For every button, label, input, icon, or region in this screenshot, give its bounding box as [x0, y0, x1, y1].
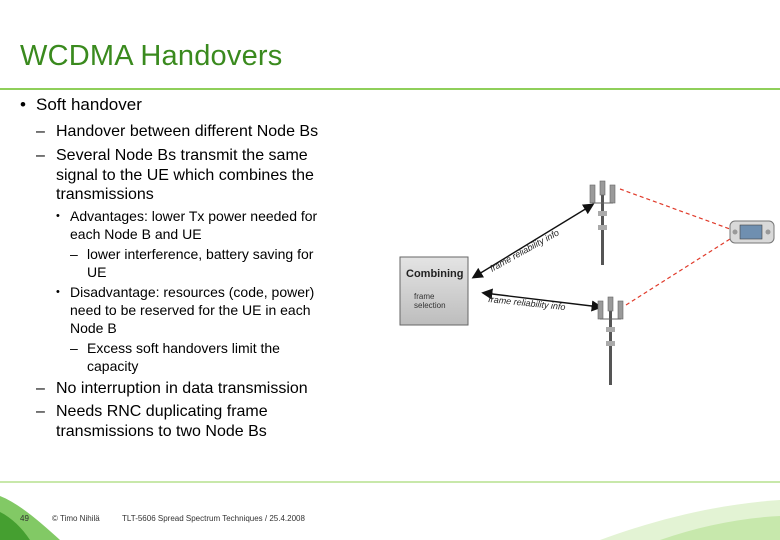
text-line: each Node B and UE: [70, 226, 202, 242]
node-b-tower-icon: [589, 180, 616, 265]
arrow-lower: [481, 288, 603, 312]
text-line: Advantages: lower Tx power needed for: [70, 208, 318, 224]
text-line: signal to the UE which combines the: [56, 166, 314, 184]
frame-selection-line: frame: [414, 292, 435, 301]
dash-mark: –: [36, 147, 45, 164]
text-line: UE: [87, 264, 107, 280]
text-line: Needs RNC duplicating frame: [56, 403, 268, 420]
text-line: Disadvantage: resources (code, power): [70, 284, 315, 300]
dash-mark: –: [70, 340, 78, 356]
radio-link-lower: [625, 238, 731, 306]
title-divider: [0, 88, 780, 90]
subbullet-text: Handover between different Node Bs: [56, 123, 319, 140]
text-line: Excess soft handovers limit the: [87, 340, 280, 356]
bullet-text: Soft handover: [36, 95, 142, 114]
node-b-tower-icon: [597, 296, 624, 385]
text-line: Node B: [70, 320, 117, 336]
footer-course: TLT-5606 Spread Spectrum Techniques / 25…: [122, 514, 305, 523]
combining-label: Combining: [406, 268, 463, 280]
combining-box: Combining frame selection: [399, 256, 469, 326]
text-line: transmissions: [56, 186, 154, 203]
subbullet-text: No interruption in data transmission: [56, 380, 308, 397]
user-equipment-icon: [729, 220, 775, 244]
radio-link-upper: [619, 188, 731, 230]
slide-title: WCDMA Handovers: [20, 40, 283, 72]
text-line: transmissions to two Node Bs: [56, 422, 267, 440]
footer-author: © Timo Nihilä: [52, 514, 100, 523]
bullet-mark: •: [56, 286, 60, 298]
arrow-label-upper: frame reliability info: [488, 227, 561, 273]
bullet-mark: •: [20, 95, 26, 114]
arrow-upper: [471, 203, 595, 279]
dash-mark: –: [36, 403, 45, 420]
text-line: capacity: [87, 358, 139, 374]
soft-handover-diagram: Combining frame selection frame reliabil…: [399, 180, 775, 385]
dash-mark: –: [36, 123, 45, 140]
bullet-mark: •: [56, 210, 60, 222]
text-line: lower interference, battery saving for: [87, 246, 314, 262]
dash-mark: –: [36, 380, 45, 397]
text-line: Several Node Bs transmit the same: [56, 147, 308, 164]
page-number: 49: [20, 514, 29, 523]
arrow-label-lower: frame reliability info: [488, 294, 566, 312]
footer-decoration: [0, 481, 780, 540]
text-line: need to be reserved for the UE in each: [70, 302, 311, 318]
frame-selection-line: selection: [414, 301, 446, 310]
dash-mark: –: [70, 246, 78, 262]
